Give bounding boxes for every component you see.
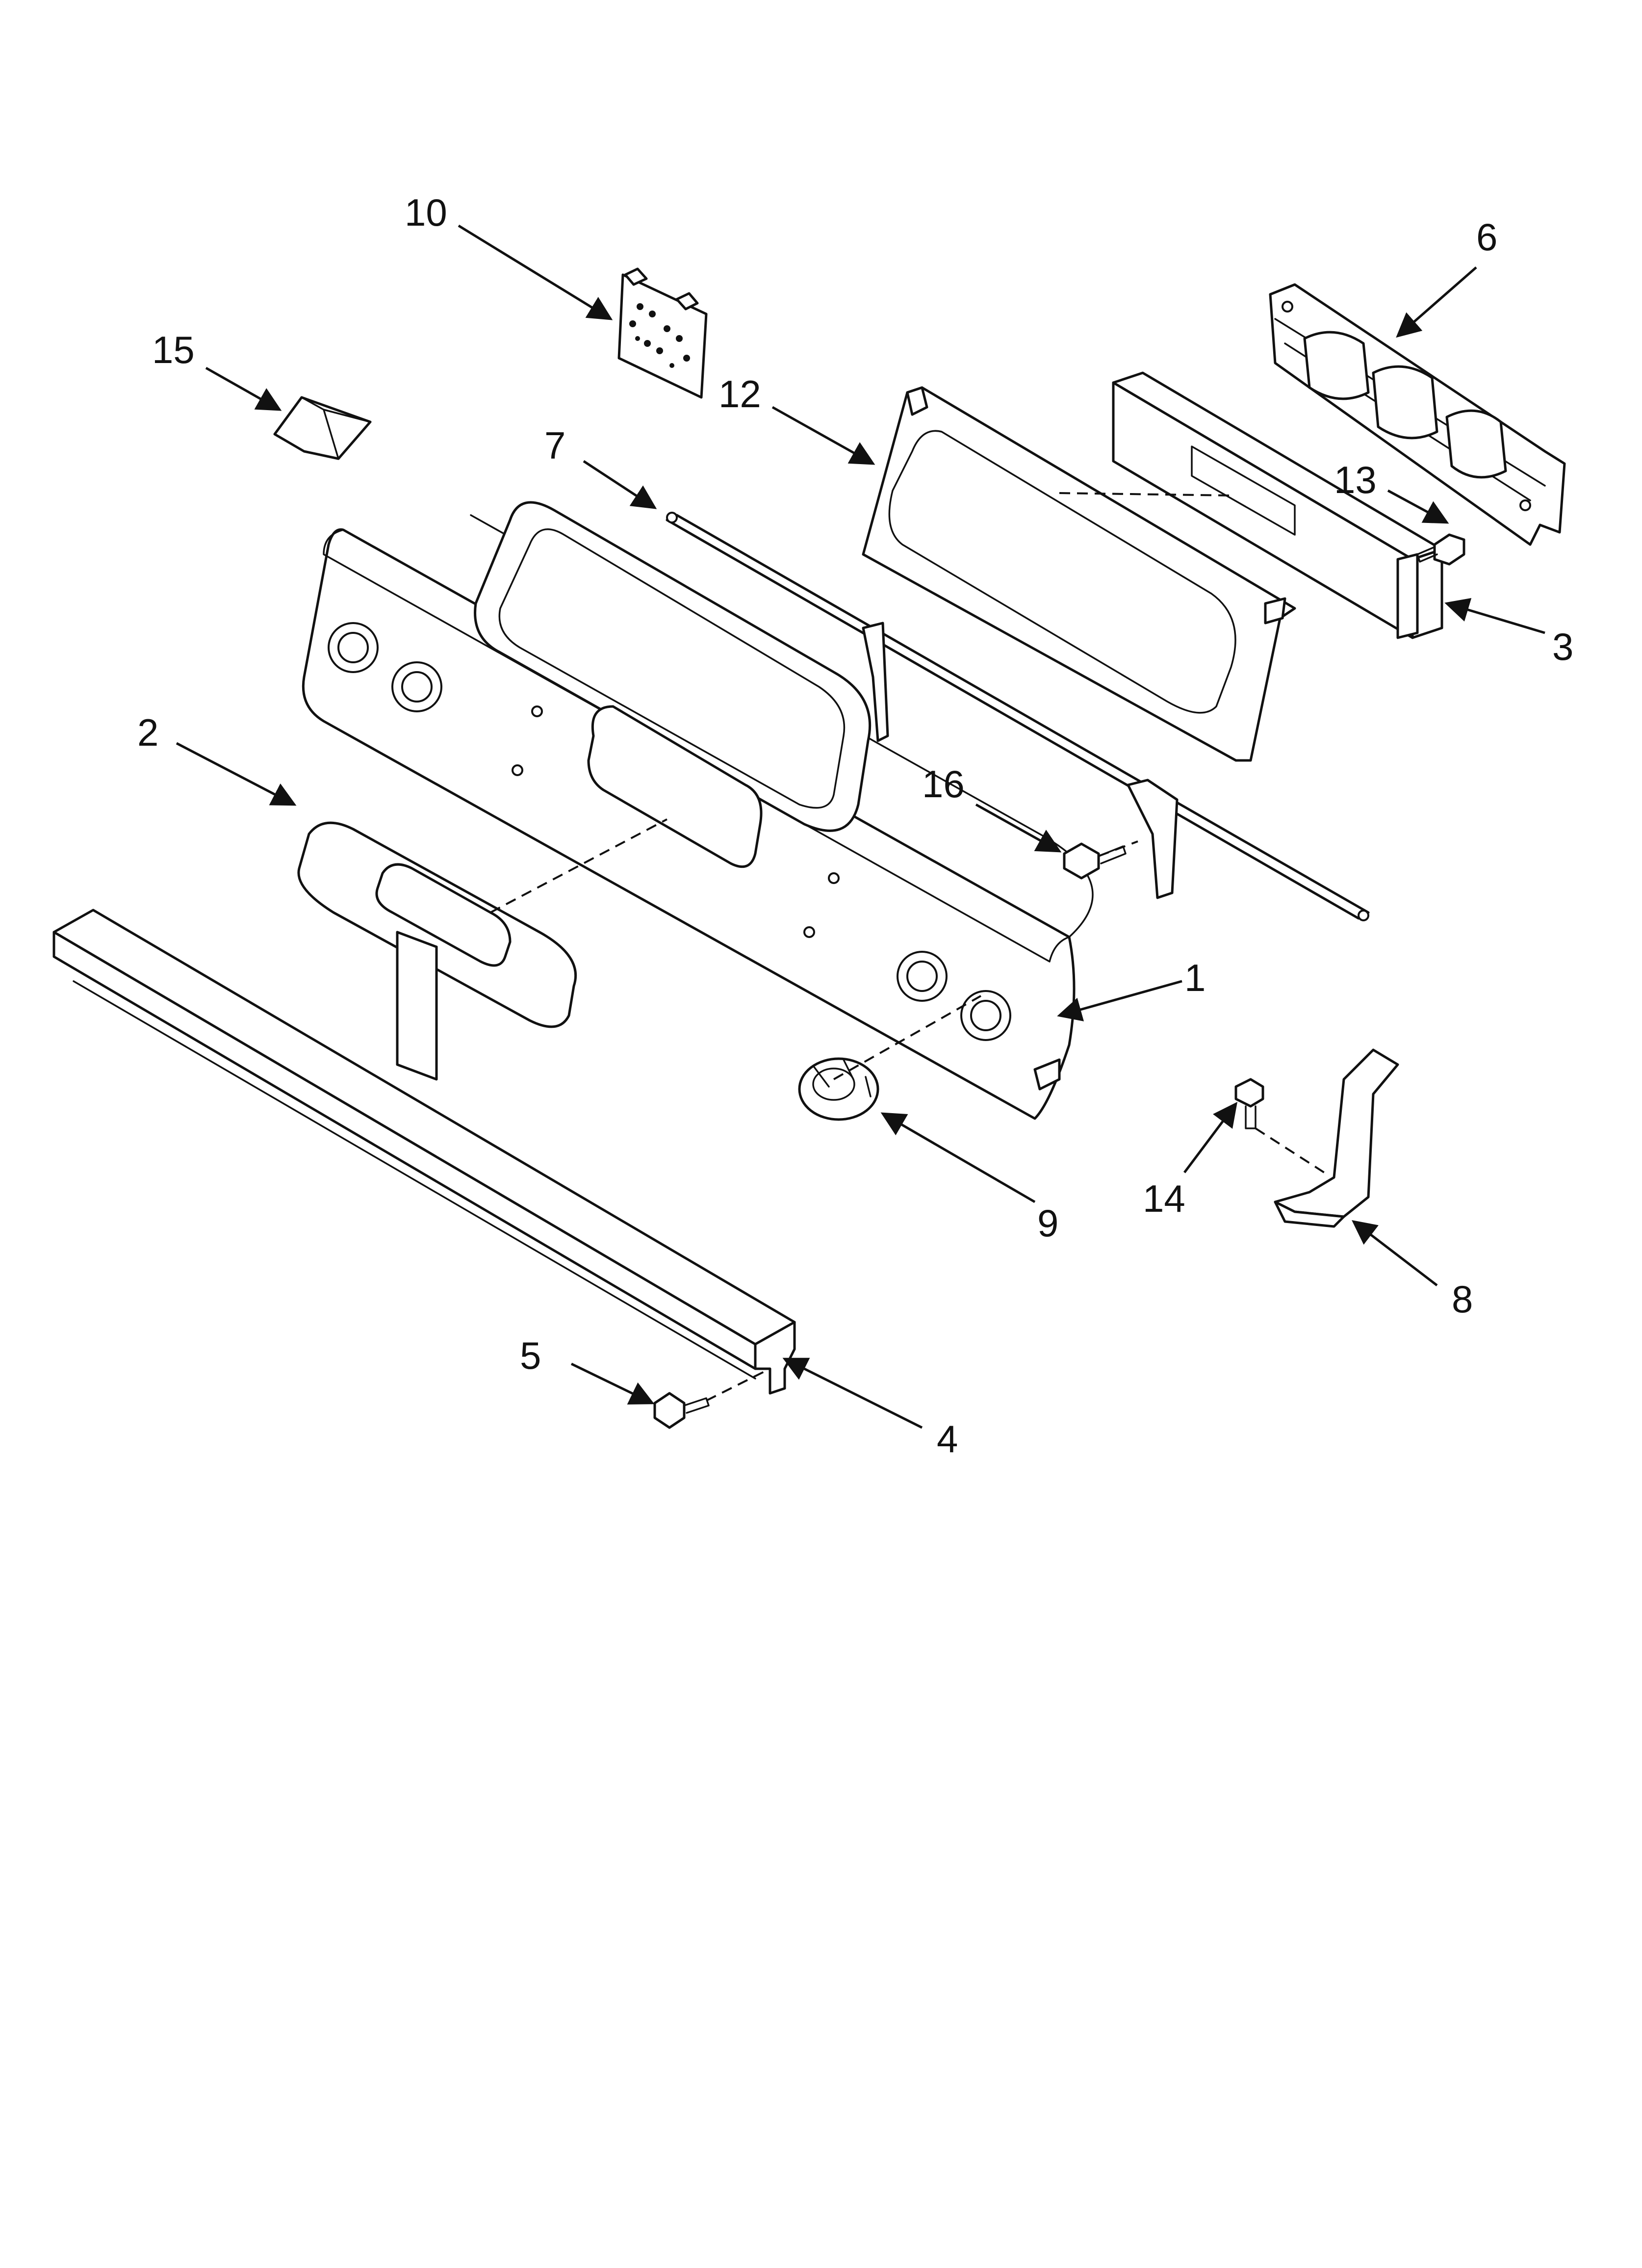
part-8-end-cap bbox=[1274, 1048, 1399, 1228]
callout-16: 16 bbox=[922, 762, 965, 806]
part-9-knob bbox=[798, 1057, 879, 1121]
callout-7: 7 bbox=[544, 424, 565, 467]
part-15-clip bbox=[273, 396, 372, 460]
leader-lines bbox=[176, 224, 1545, 1429]
part-7-rod bbox=[666, 512, 1370, 921]
part-3-display-module bbox=[1112, 371, 1443, 639]
part-4-trim-strip bbox=[52, 909, 796, 1395]
callout-9: 9 bbox=[1037, 1201, 1058, 1245]
callout-2: 2 bbox=[137, 711, 158, 754]
callout-labels: 1 2 3 4 5 6 7 8 9 10 12 13 14 15 16 bbox=[137, 191, 1573, 1460]
part-10-control-board bbox=[617, 267, 708, 399]
callout-6: 6 bbox=[1476, 215, 1497, 259]
callout-14: 14 bbox=[1143, 1177, 1185, 1220]
part-1-control-panel bbox=[302, 501, 1094, 1120]
callout-10: 10 bbox=[405, 191, 447, 234]
callout-1: 1 bbox=[1184, 956, 1206, 999]
part-6-rear-bracket bbox=[1269, 283, 1566, 546]
part-5-screw bbox=[653, 1392, 710, 1429]
callout-8: 8 bbox=[1452, 1277, 1473, 1321]
callout-3: 3 bbox=[1552, 625, 1573, 668]
part-14-screw bbox=[1234, 1078, 1264, 1129]
part-12-display-bezel bbox=[862, 386, 1296, 762]
callout-15: 15 bbox=[152, 328, 195, 371]
part-2-overlay bbox=[297, 821, 577, 1081]
callout-13: 13 bbox=[1334, 458, 1377, 501]
alignment-lines bbox=[490, 492, 1325, 1402]
callout-4: 4 bbox=[937, 1417, 958, 1460]
part-13-screw bbox=[1416, 533, 1465, 566]
callout-12: 12 bbox=[718, 372, 761, 416]
callout-5: 5 bbox=[520, 1334, 541, 1377]
part-16-screw bbox=[1063, 842, 1127, 880]
